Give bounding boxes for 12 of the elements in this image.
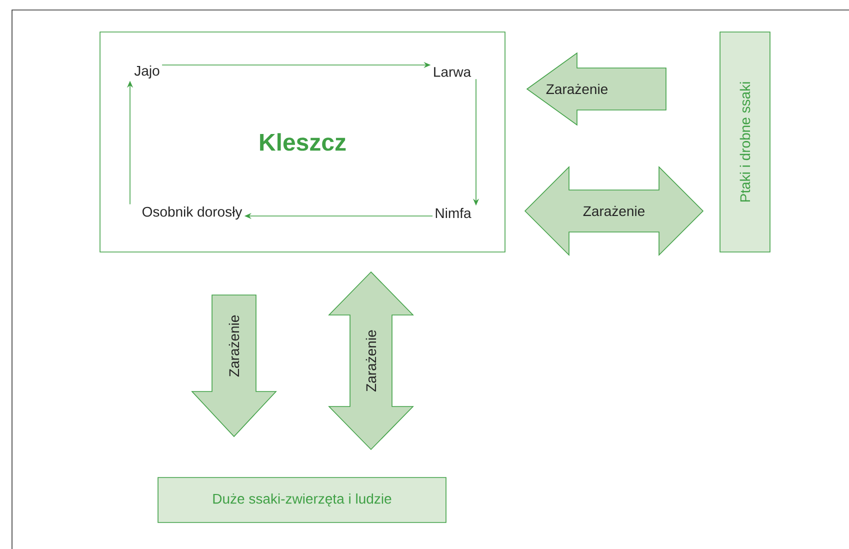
edge-label: Zarażenie [546,84,608,94]
stage-label: Osobnik dorosły [142,206,242,220]
edge-label: Zarażenie [366,330,376,392]
stage-label: Larwa [434,67,472,77]
host-box: Duże ssaki-zwierzęta i ludzie [158,477,446,523]
host-box: Ptaki i drobne ssaki [720,32,770,252]
block-arrow [191,294,277,438]
edge-label: Zarażenie [228,315,240,377]
stage-label: Jajo [134,65,160,79]
edge-label: Zarażenie [583,206,644,216]
block-arrow [526,52,666,126]
stage-label: Nimfa [436,208,472,218]
